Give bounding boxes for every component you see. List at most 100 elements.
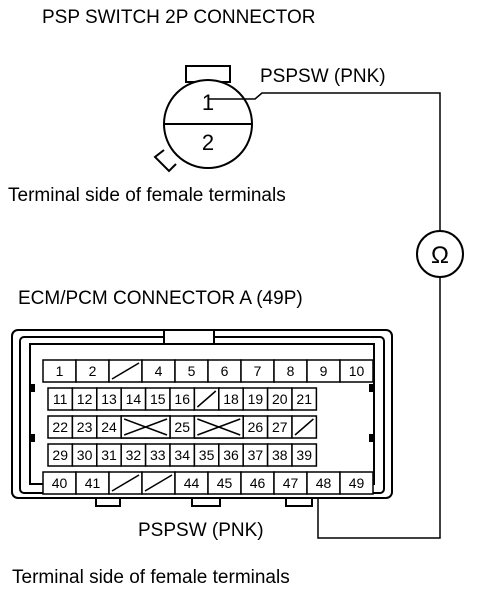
ecm-pin-label: 32 — [126, 447, 142, 463]
ecm-wire-label: PSPSW (PNK) — [138, 520, 264, 541]
ecm-pin-label: 11 — [53, 391, 68, 407]
ecm-pin-cell: 31 — [96, 443, 122, 467]
ecm-pin-label: 6 — [221, 363, 229, 379]
ecm-pin-cell: 23 — [71, 415, 98, 439]
ecm-pin-cell: 15 — [144, 387, 171, 411]
ecm-pin-cell: 2 — [75, 359, 110, 383]
ecm-pin-label: 23 — [77, 419, 93, 435]
ecm-pin-label: 36 — [223, 447, 239, 463]
ecm-pin-cell: 4 — [141, 359, 176, 383]
ecm-pin-cell: 25 — [169, 415, 196, 439]
test-lead-upper — [208, 92, 441, 230]
ecm-pin-label: 34 — [174, 447, 190, 463]
ecm-pin-cell: 49 — [339, 471, 374, 495]
ecm-pin-cell: 19 — [242, 387, 269, 411]
ecm-pin-cell: 27 — [266, 415, 293, 439]
ecm-pin-cell — [141, 471, 176, 495]
ecm-pin-label: 20 — [272, 391, 288, 407]
ecm-unused-pin-cross — [120, 415, 171, 439]
ecm-pin-cell: 47 — [273, 471, 308, 495]
psp-connector-title: PSP SWITCH 2P CONNECTOR — [42, 7, 315, 28]
ecm-pin-label: 19 — [248, 391, 264, 407]
ecm-pin-label: 39 — [296, 447, 312, 463]
ecm-pin-label: 30 — [77, 447, 93, 463]
ecm-pin-cell: 1 — [42, 359, 77, 383]
ecm-pin-label: 48 — [316, 475, 332, 491]
ecm-pin-label: 12 — [77, 391, 93, 407]
ecm-pin-cell: 37 — [242, 443, 269, 467]
ecm-unused-pin-cross — [193, 415, 244, 439]
psp-pin-2: 2 — [202, 130, 214, 155]
ecm-pin-label: 44 — [184, 475, 200, 491]
ecm-pin-cell: 38 — [266, 443, 293, 467]
ecm-pin-cell: 30 — [71, 443, 98, 467]
ecm-pin-label: 18 — [223, 391, 239, 407]
ecm-pin-cell: 36 — [218, 443, 244, 467]
ecm-pin-cell: 11 — [47, 387, 74, 411]
ecm-pin-cell: 24 — [96, 415, 122, 439]
ecm-pin-label: 2 — [89, 363, 97, 379]
ecm-pin-cell: 6 — [207, 359, 242, 383]
psp-view-label: Terminal side of female terminals — [8, 185, 286, 206]
ecm-pin-label: 15 — [150, 391, 166, 407]
ecm-pin-label: 10 — [349, 363, 365, 379]
ecm-pin-label: 31 — [101, 447, 117, 463]
ecm-pin-cell — [108, 359, 143, 383]
ecm-pin-cell: 18 — [218, 387, 244, 411]
ecm-pin-label: 5 — [188, 363, 196, 379]
psp-wire-label: PSPSW (PNK) — [260, 66, 386, 87]
ecm-connector-title: ECM/PCM CONNECTOR A (49P) — [18, 288, 303, 309]
ecm-pin-label: 25 — [174, 419, 190, 435]
ecm-pin-label: 22 — [52, 419, 68, 435]
ecm-pin-label: 40 — [52, 475, 68, 491]
ecm-pin-cell: 48 — [306, 471, 341, 495]
ecm-pin-cell: 16 — [169, 387, 196, 411]
ecm-pin-cell: 26 — [242, 415, 269, 439]
ecm-pin-label: 9 — [320, 363, 328, 379]
ecm-pin-label: 24 — [101, 419, 117, 435]
ecm-pin-cell — [193, 387, 220, 411]
ecm-pin-label: 7 — [254, 363, 262, 379]
ecm-pin-cell: 33 — [144, 443, 171, 467]
ecm-pin-label: 1 — [56, 363, 64, 379]
ecm-pin-label: 37 — [248, 447, 264, 463]
ecm-pin-label: 27 — [272, 419, 288, 435]
ecm-pin-label: 38 — [272, 447, 288, 463]
ecm-pin-cell: 35 — [193, 443, 220, 467]
ecm-pin-cell: 13 — [96, 387, 122, 411]
ecm-pin-cell: 44 — [174, 471, 209, 495]
ecm-pin-label: 41 — [85, 475, 101, 491]
ecm-pin-label: 45 — [217, 475, 233, 491]
psp-switch-connector — [153, 65, 253, 173]
ecm-pin-label: 33 — [150, 447, 166, 463]
ecm-pin-label: 21 — [296, 391, 312, 407]
test-lead-lower — [317, 278, 441, 539]
ecm-pin-label: 8 — [287, 363, 295, 379]
ecm-pin-cell: 21 — [291, 387, 318, 411]
ecm-pin-cell: 45 — [207, 471, 242, 495]
ecm-pin-label: 14 — [126, 391, 142, 407]
ecm-side-tabs — [30, 384, 374, 442]
ecm-pin-cell: 39 — [291, 443, 318, 467]
ecm-pin-cell: 22 — [47, 415, 74, 439]
ecm-pin-cell: 40 — [42, 471, 77, 495]
ecm-pin-label: 16 — [174, 391, 190, 407]
ecm-pin-cell: 5 — [174, 359, 209, 383]
ecm-pin-cell: 9 — [306, 359, 341, 383]
ecm-pin-cell: 46 — [240, 471, 275, 495]
ecm-pin-cell — [291, 415, 318, 439]
ecm-pin-label: 46 — [250, 475, 266, 491]
ecm-pin-cell: 10 — [339, 359, 374, 383]
ecm-pin-cell: 20 — [266, 387, 293, 411]
ecm-pin-cell: 29 — [47, 443, 74, 467]
ecm-pin-cell: 8 — [273, 359, 308, 383]
ecm-pin-label: 4 — [155, 363, 163, 379]
ecm-pin-label: 35 — [199, 447, 215, 463]
ecm-pin-label: 47 — [283, 475, 299, 491]
ecm-pin-cell — [108, 471, 143, 495]
psp-pin-1: 1 — [202, 90, 214, 115]
ecm-pin-label: 26 — [248, 419, 264, 435]
ecm-pin-label: 29 — [52, 447, 68, 463]
